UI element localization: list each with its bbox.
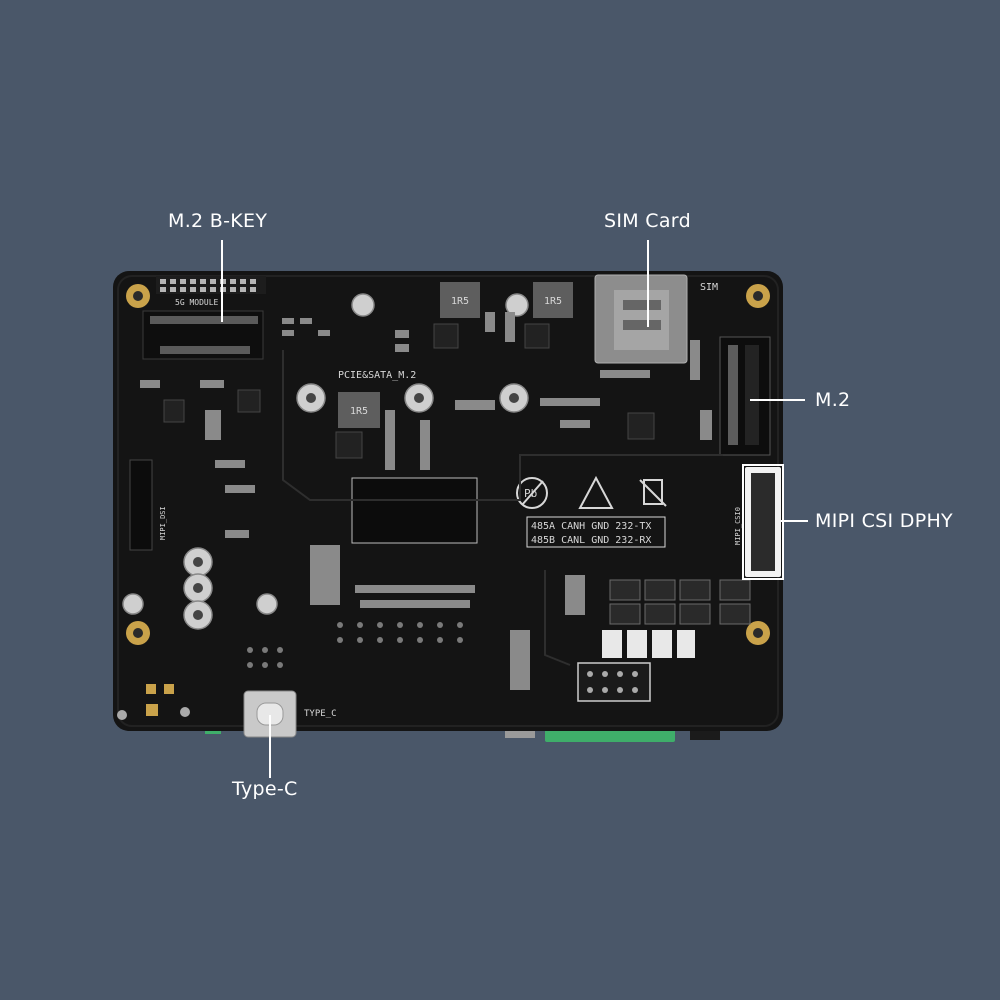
mipi-csi-highlight <box>742 464 784 580</box>
callout-type-c: Type-C <box>232 778 298 800</box>
silk-rs485-line2: 485B CANL GND 232-RX <box>531 535 651 546</box>
callout-m2: M.2 <box>815 389 851 411</box>
silk-sim: SIM <box>700 282 718 293</box>
type-c-port <box>243 690 297 738</box>
silk-type-c: TYPE_C <box>304 709 337 719</box>
sim-card-slot <box>594 274 688 364</box>
silk-5g-module: 5G MODULE <box>175 298 219 307</box>
silk-mipi-csi: MIPI_CSI0 <box>734 507 742 545</box>
silk-pcie-sata: PCIE&SATA_M.2 <box>338 370 416 381</box>
mounting-holes <box>126 284 770 645</box>
silk-mipi-dsi: MIPI_DSI <box>159 506 167 540</box>
callout-sim-card: SIM Card <box>604 210 691 232</box>
silk-rs485-line1: 485A CANH GND 232-TX <box>531 521 651 532</box>
silk-1r5-a: 1R5 <box>451 296 469 307</box>
m2-slot <box>719 336 771 456</box>
inductors <box>338 282 573 428</box>
silk-pb: Pb <box>524 487 537 500</box>
pin-header <box>156 276 266 294</box>
silk-1r5-c: 1R5 <box>350 406 368 417</box>
callout-m2-bkey: M.2 B-KEY <box>168 210 268 232</box>
standoffs <box>122 293 529 630</box>
silk-1r5-b: 1R5 <box>544 296 562 307</box>
compliance-icons: Pb <box>516 475 667 509</box>
silk-label-box <box>351 477 478 544</box>
callout-mipi-csi: MIPI CSI DPHY <box>815 510 953 532</box>
mipi-csi-connector <box>745 467 781 577</box>
m2-bkey-connector <box>142 310 264 360</box>
